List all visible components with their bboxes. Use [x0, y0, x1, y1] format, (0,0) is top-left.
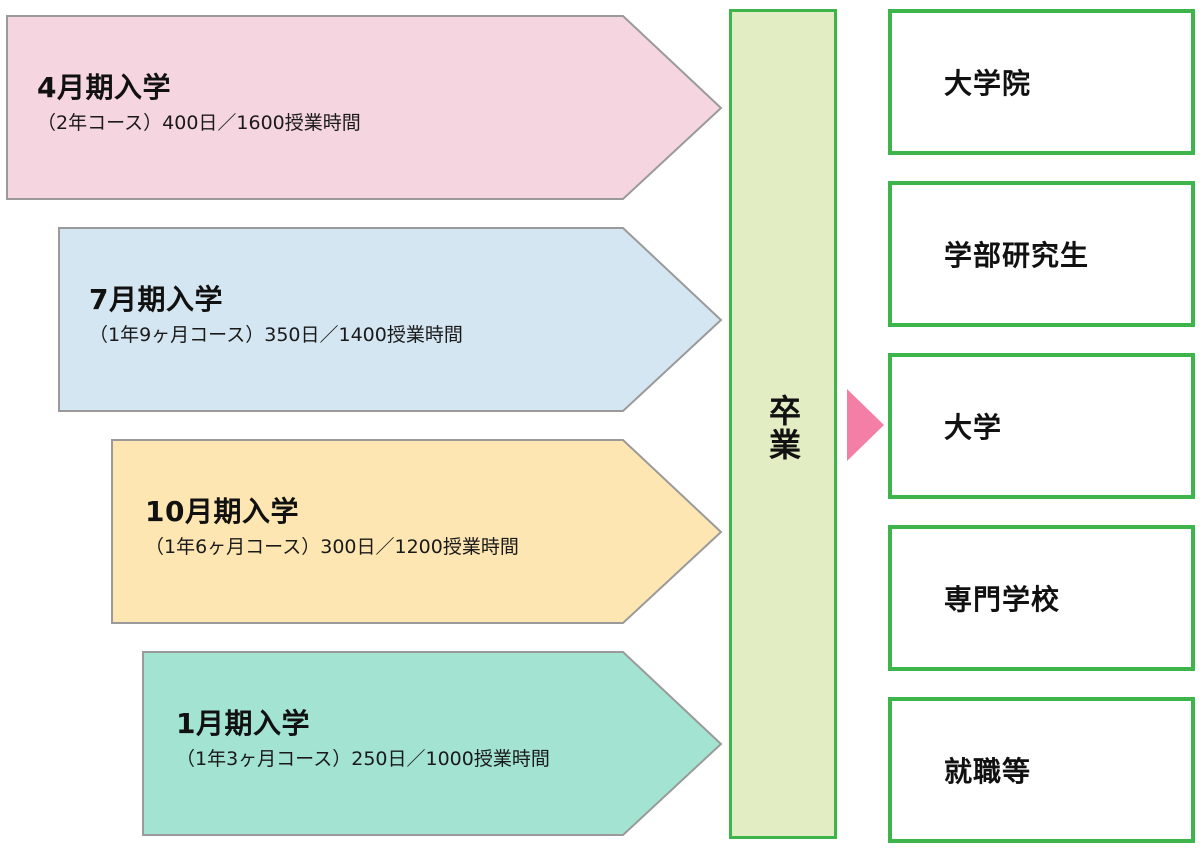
triangle-right-icon — [847, 389, 884, 461]
intake-text: 7月期入学 （1年9ヶ月コース）350日／1400授業時間 — [89, 283, 463, 347]
arrow-shape — [142, 651, 723, 836]
destination-vocational-school: 専門学校 — [888, 525, 1195, 671]
destination-label: 大学 — [944, 411, 1003, 444]
intake-detail: （1年3ヶ月コース）250日／1000授業時間 — [176, 748, 550, 770]
destination-university: 大学 — [888, 353, 1195, 499]
intake-text: 10月期入学 （1年6ヶ月コース）300日／1200授業時間 — [145, 495, 519, 559]
intake-title: 4月期入学 — [37, 71, 171, 104]
intake-title: 7月期入学 — [89, 283, 223, 316]
arrow-shape — [6, 15, 723, 200]
arrow-polygon — [58, 227, 723, 412]
intake-detail: （1年6ヶ月コース）300日／1200授業時間 — [145, 536, 519, 558]
arrow-shape — [111, 439, 723, 624]
destination-research-student: 学部研究生 — [888, 181, 1195, 327]
destination-label: 専門学校 — [944, 583, 1061, 616]
graduation-label: 卒業 — [764, 394, 802, 462]
intake-detail: （2年コース）400日／1600授業時間 — [37, 112, 361, 134]
arrow-polygon — [142, 651, 723, 836]
graduation-column: 卒業 — [729, 9, 837, 839]
intake-title: 10月期入学 — [145, 495, 299, 528]
destination-graduate-school: 大学院 — [888, 9, 1195, 155]
destination-label: 学部研究生 — [944, 239, 1090, 272]
destination-label: 大学院 — [944, 67, 1032, 100]
destination-employment: 就職等 — [888, 697, 1195, 843]
arrow-polygon — [6, 15, 723, 200]
intake-text: 4月期入学 （2年コース）400日／1600授業時間 — [37, 71, 361, 135]
arrow-shape — [58, 227, 723, 412]
destination-label: 就職等 — [944, 755, 1032, 788]
intake-detail: （1年9ヶ月コース）350日／1400授業時間 — [89, 324, 463, 346]
intake-title: 1月期入学 — [176, 707, 310, 740]
intake-text: 1月期入学 （1年3ヶ月コース）250日／1000授業時間 — [176, 707, 550, 771]
arrow-polygon — [111, 439, 723, 624]
